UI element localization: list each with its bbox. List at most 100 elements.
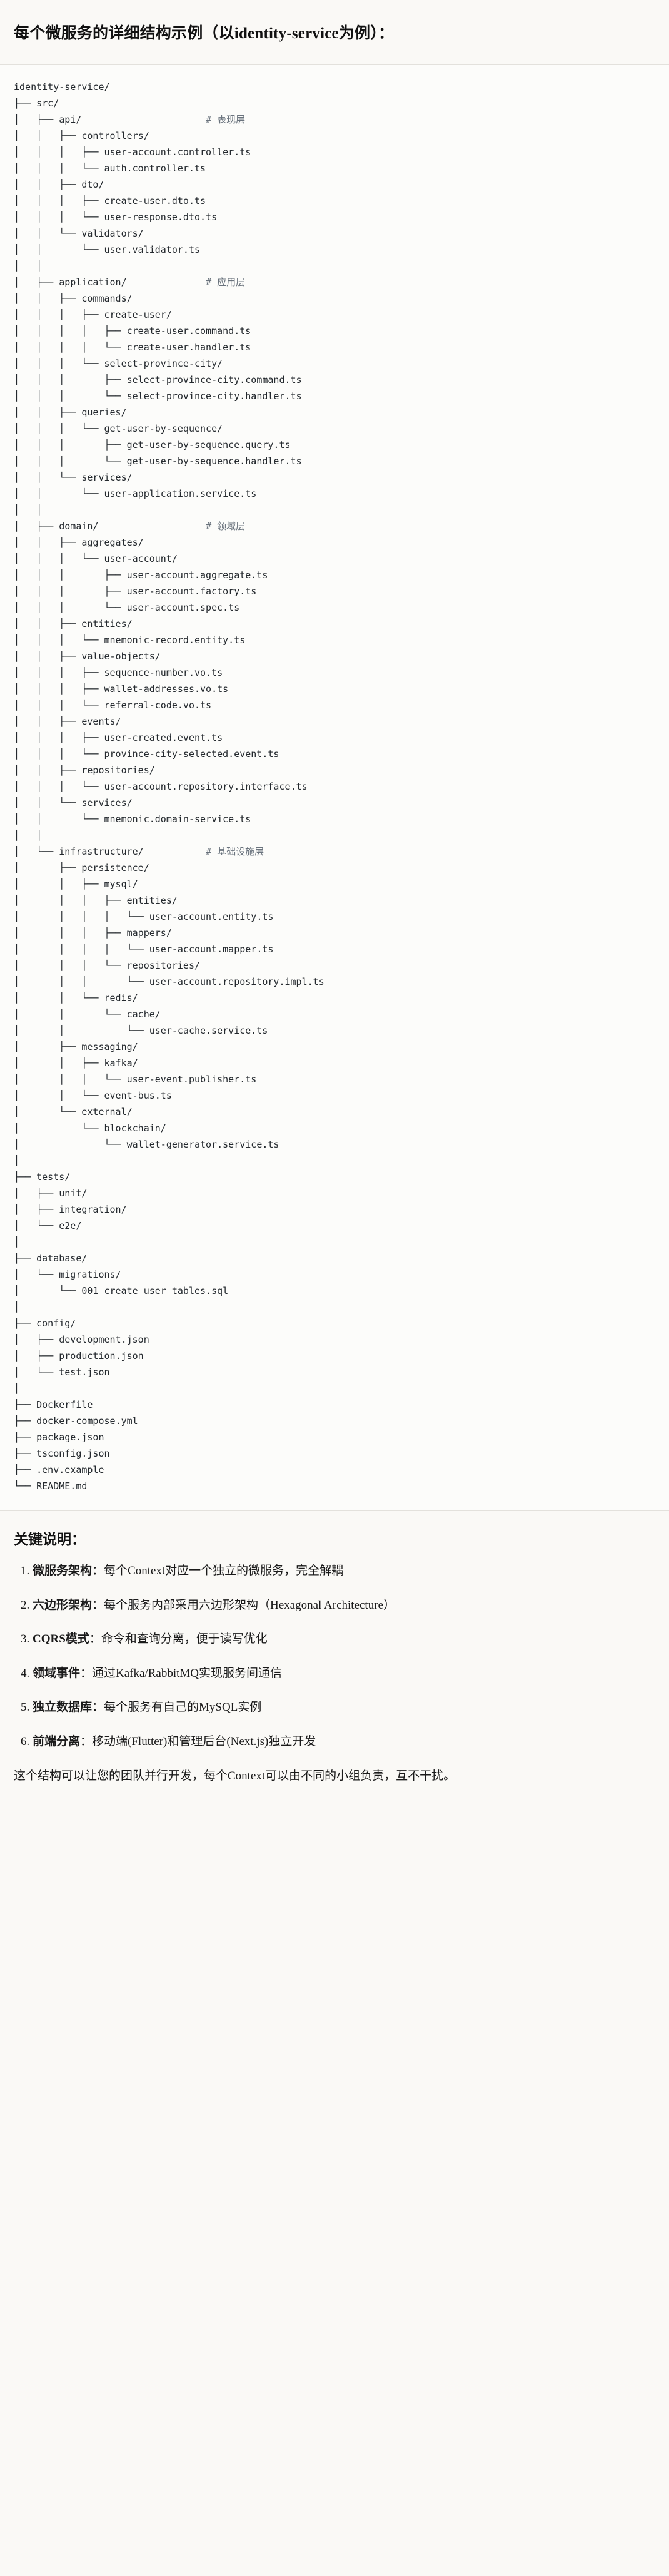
tree-line: │ │ ├── entities/ bbox=[14, 618, 133, 630]
tree-line: │ │ │ └── select-province-city.handler.t… bbox=[14, 390, 302, 402]
tree-line: ├── Dockerfile bbox=[14, 1399, 93, 1411]
tree-line: │ │ ├── mysql/ bbox=[14, 878, 138, 890]
tree-line: │ │ │ ├── create-user.dto.ts bbox=[14, 195, 206, 207]
tree-line: │ │ │ └── select-province-city/ bbox=[14, 358, 223, 370]
tree-line-comment: # 领域层 bbox=[206, 521, 246, 532]
tree-line: │ │ ├── aggregates/ bbox=[14, 537, 144, 549]
tree-line: │ │ bbox=[14, 830, 43, 842]
tree-line: │ └── migrations/ bbox=[14, 1269, 121, 1281]
key-note-description: ：移动端(Flutter)和管理后台(Next.js)独立开发 bbox=[80, 1734, 316, 1748]
tree-line: │ └── 001_create_user_tables.sql bbox=[14, 1285, 229, 1297]
tree-line: │ │ ├── commands/ bbox=[14, 293, 133, 305]
tree-line: ├── database/ bbox=[14, 1253, 88, 1265]
tree-line: │ │ │ └── get-user-by-sequence.handler.t… bbox=[14, 456, 302, 467]
tree-line: │ ├── unit/ bbox=[14, 1188, 88, 1199]
tree-line: │ │ │ └── get-user-by-sequence/ bbox=[14, 423, 223, 435]
tree-line: │ └── infrastructure/ # 基础设施层 bbox=[14, 846, 264, 858]
tree-line: │ │ │ └── user-account/ bbox=[14, 553, 178, 565]
key-note-item: 微服务架构：每个Context对应一个独立的微服务，完全解耦 bbox=[33, 1562, 655, 1581]
tree-divider bbox=[0, 1510, 669, 1512]
tree-line: │ bbox=[14, 1383, 20, 1395]
tree-line: │ └── test.json bbox=[14, 1367, 110, 1378]
tree-line-comment: # 应用层 bbox=[206, 277, 246, 288]
tree-line: │ │ │ └── mnemonic-record.entity.ts bbox=[14, 634, 246, 646]
page-root: 每个微服务的详细结构示例（以identity-service为例）： ident… bbox=[0, 10, 669, 1798]
tree-line: │ │ └── mnemonic.domain-service.ts bbox=[14, 813, 251, 825]
key-notes-list: 微服务架构：每个Context对应一个独立的微服务，完全解耦六边形架构：每个服务… bbox=[14, 1562, 655, 1751]
tree-line: │ │ └── redis/ bbox=[14, 992, 138, 1004]
tree-line: │ ├── application/ # 应用层 bbox=[14, 277, 246, 288]
key-note-term: CQRS模式 bbox=[33, 1632, 89, 1646]
tree-line: ├── tsconfig.json bbox=[14, 1448, 110, 1460]
tree-line: │ │ │ ├── user-account.controller.ts bbox=[14, 146, 251, 158]
key-note-term: 独立数据库 bbox=[33, 1701, 93, 1714]
tree-line: │ │ │ │ └── user-account.mapper.ts bbox=[14, 944, 274, 955]
key-note-item: 领域事件：通过Kafka/RabbitMQ实现服务间通信 bbox=[33, 1665, 655, 1683]
tree-line: │ │ │ ├── wallet-addresses.vo.ts bbox=[14, 683, 229, 695]
key-note-item: CQRS模式：命令和查询分离，便于读写优化 bbox=[33, 1631, 655, 1649]
key-note-item: 独立数据库：每个服务有自己的MySQL实例 bbox=[33, 1699, 655, 1717]
directory-tree-block: identity-service/ ├── src/ │ ├── api/ # … bbox=[0, 65, 669, 1511]
tree-line: ├── src/ bbox=[14, 98, 59, 109]
key-note-term: 前端分离 bbox=[33, 1734, 81, 1748]
tree-line: │ │ ├── value-objects/ bbox=[14, 651, 161, 663]
tree-line: │ │ bbox=[14, 260, 43, 272]
tree-line: │ │ │ └── user-account.repository.impl.t… bbox=[14, 976, 324, 988]
key-note-description: ：每个服务内部采用六边形架构（Hexagonal Architecture） bbox=[92, 1598, 395, 1612]
tree-line: │ │ └── user-cache.service.ts bbox=[14, 1025, 268, 1037]
tree-line: │ │ │ ├── mappers/ bbox=[14, 927, 172, 939]
tree-line: │ │ │ ├── user-account.factory.ts bbox=[14, 586, 257, 598]
tree-line: │ │ │ └── user-response.dto.ts bbox=[14, 211, 218, 223]
tree-line: │ │ │ ├── user-account.aggregate.ts bbox=[14, 569, 268, 581]
tree-line: │ ├── production.json bbox=[14, 1350, 144, 1362]
tree-line-comment: # 表现层 bbox=[206, 114, 246, 126]
tree-line: │ │ │ └── user-account.repository.interf… bbox=[14, 781, 308, 793]
tree-line: identity-service/ bbox=[14, 81, 110, 93]
key-notes-heading: 关键说明： bbox=[14, 1532, 86, 1548]
tree-line: │ │ │ ├── user-created.event.ts bbox=[14, 732, 223, 744]
tree-line: ├── package.json bbox=[14, 1432, 104, 1443]
tree-line: │ │ └── user.validator.ts bbox=[14, 244, 201, 256]
directory-tree: identity-service/ ├── src/ │ ├── api/ # … bbox=[14, 79, 655, 1494]
tree-line: │ │ │ ├── select-province-city.command.t… bbox=[14, 374, 302, 386]
key-note-term: 六边形架构 bbox=[33, 1598, 93, 1612]
tree-line: │ ├── api/ # 表现层 bbox=[14, 114, 246, 126]
tree-line: │ │ │ │ └── user-account.entity.ts bbox=[14, 911, 274, 923]
tree-line: │ │ ├── controllers/ bbox=[14, 130, 149, 142]
tree-line: │ │ │ └── auth.controller.ts bbox=[14, 163, 206, 175]
tree-line: │ │ │ ├── create-user/ bbox=[14, 309, 172, 321]
tree-line: │ │ ├── dto/ bbox=[14, 179, 104, 191]
tree-line: │ │ │ ├── get-user-by-sequence.query.ts bbox=[14, 439, 291, 451]
page-title: 每个微服务的详细结构示例（以identity-service为例）： bbox=[0, 10, 669, 54]
tree-line: │ bbox=[14, 1236, 20, 1248]
tree-line: │ │ │ └── referral-code.vo.ts bbox=[14, 700, 212, 711]
title-divider bbox=[0, 64, 669, 66]
tree-line: │ │ │ └── user-event.publisher.ts bbox=[14, 1074, 257, 1086]
key-note-item: 六边形架构：每个服务内部采用六边形架构（Hexagonal Architectu… bbox=[33, 1597, 655, 1615]
key-notes-section: 关键说明： 微服务架构：每个Context对应一个独立的微服务，完全解耦六边形架… bbox=[0, 1511, 669, 1798]
tree-line: │ bbox=[14, 1155, 20, 1167]
tree-line: │ │ │ └── province-city-selected.event.t… bbox=[14, 748, 279, 760]
tree-line: │ │ bbox=[14, 504, 43, 516]
key-note-description: ：通过Kafka/RabbitMQ实现服务间通信 bbox=[80, 1666, 282, 1680]
tree-line: │ │ │ ├── entities/ bbox=[14, 895, 178, 907]
tree-line: │ │ │ └── repositories/ bbox=[14, 960, 201, 972]
tree-line: │ │ │ │ ├── create-user.command.ts bbox=[14, 325, 251, 337]
tree-line: │ │ └── services/ bbox=[14, 472, 133, 484]
key-note-description: ：每个Context对应一个独立的微服务，完全解耦 bbox=[92, 1564, 344, 1578]
tree-line: │ └── external/ bbox=[14, 1106, 133, 1118]
tree-line: │ ├── development.json bbox=[14, 1334, 149, 1346]
tree-line: │ ├── persistence/ bbox=[14, 862, 149, 874]
tree-line: │ │ ├── kafka/ bbox=[14, 1057, 138, 1069]
tree-line: │ └── wallet-generator.service.ts bbox=[14, 1139, 279, 1151]
tree-line: │ │ │ │ └── create-user.handler.ts bbox=[14, 342, 251, 354]
tree-line: │ │ └── validators/ bbox=[14, 228, 144, 240]
tree-line: │ │ ├── repositories/ bbox=[14, 765, 155, 776]
tree-line: │ └── e2e/ bbox=[14, 1220, 82, 1232]
tree-line: │ │ │ └── user-account.spec.ts bbox=[14, 602, 240, 614]
tree-line: └── README.md bbox=[14, 1480, 88, 1492]
tree-line: │ ├── messaging/ bbox=[14, 1041, 138, 1053]
tree-line: │ ├── domain/ # 领域层 bbox=[14, 521, 246, 532]
tree-line: ├── .env.example bbox=[14, 1464, 104, 1476]
tree-line: │ │ └── user-application.service.ts bbox=[14, 488, 257, 500]
